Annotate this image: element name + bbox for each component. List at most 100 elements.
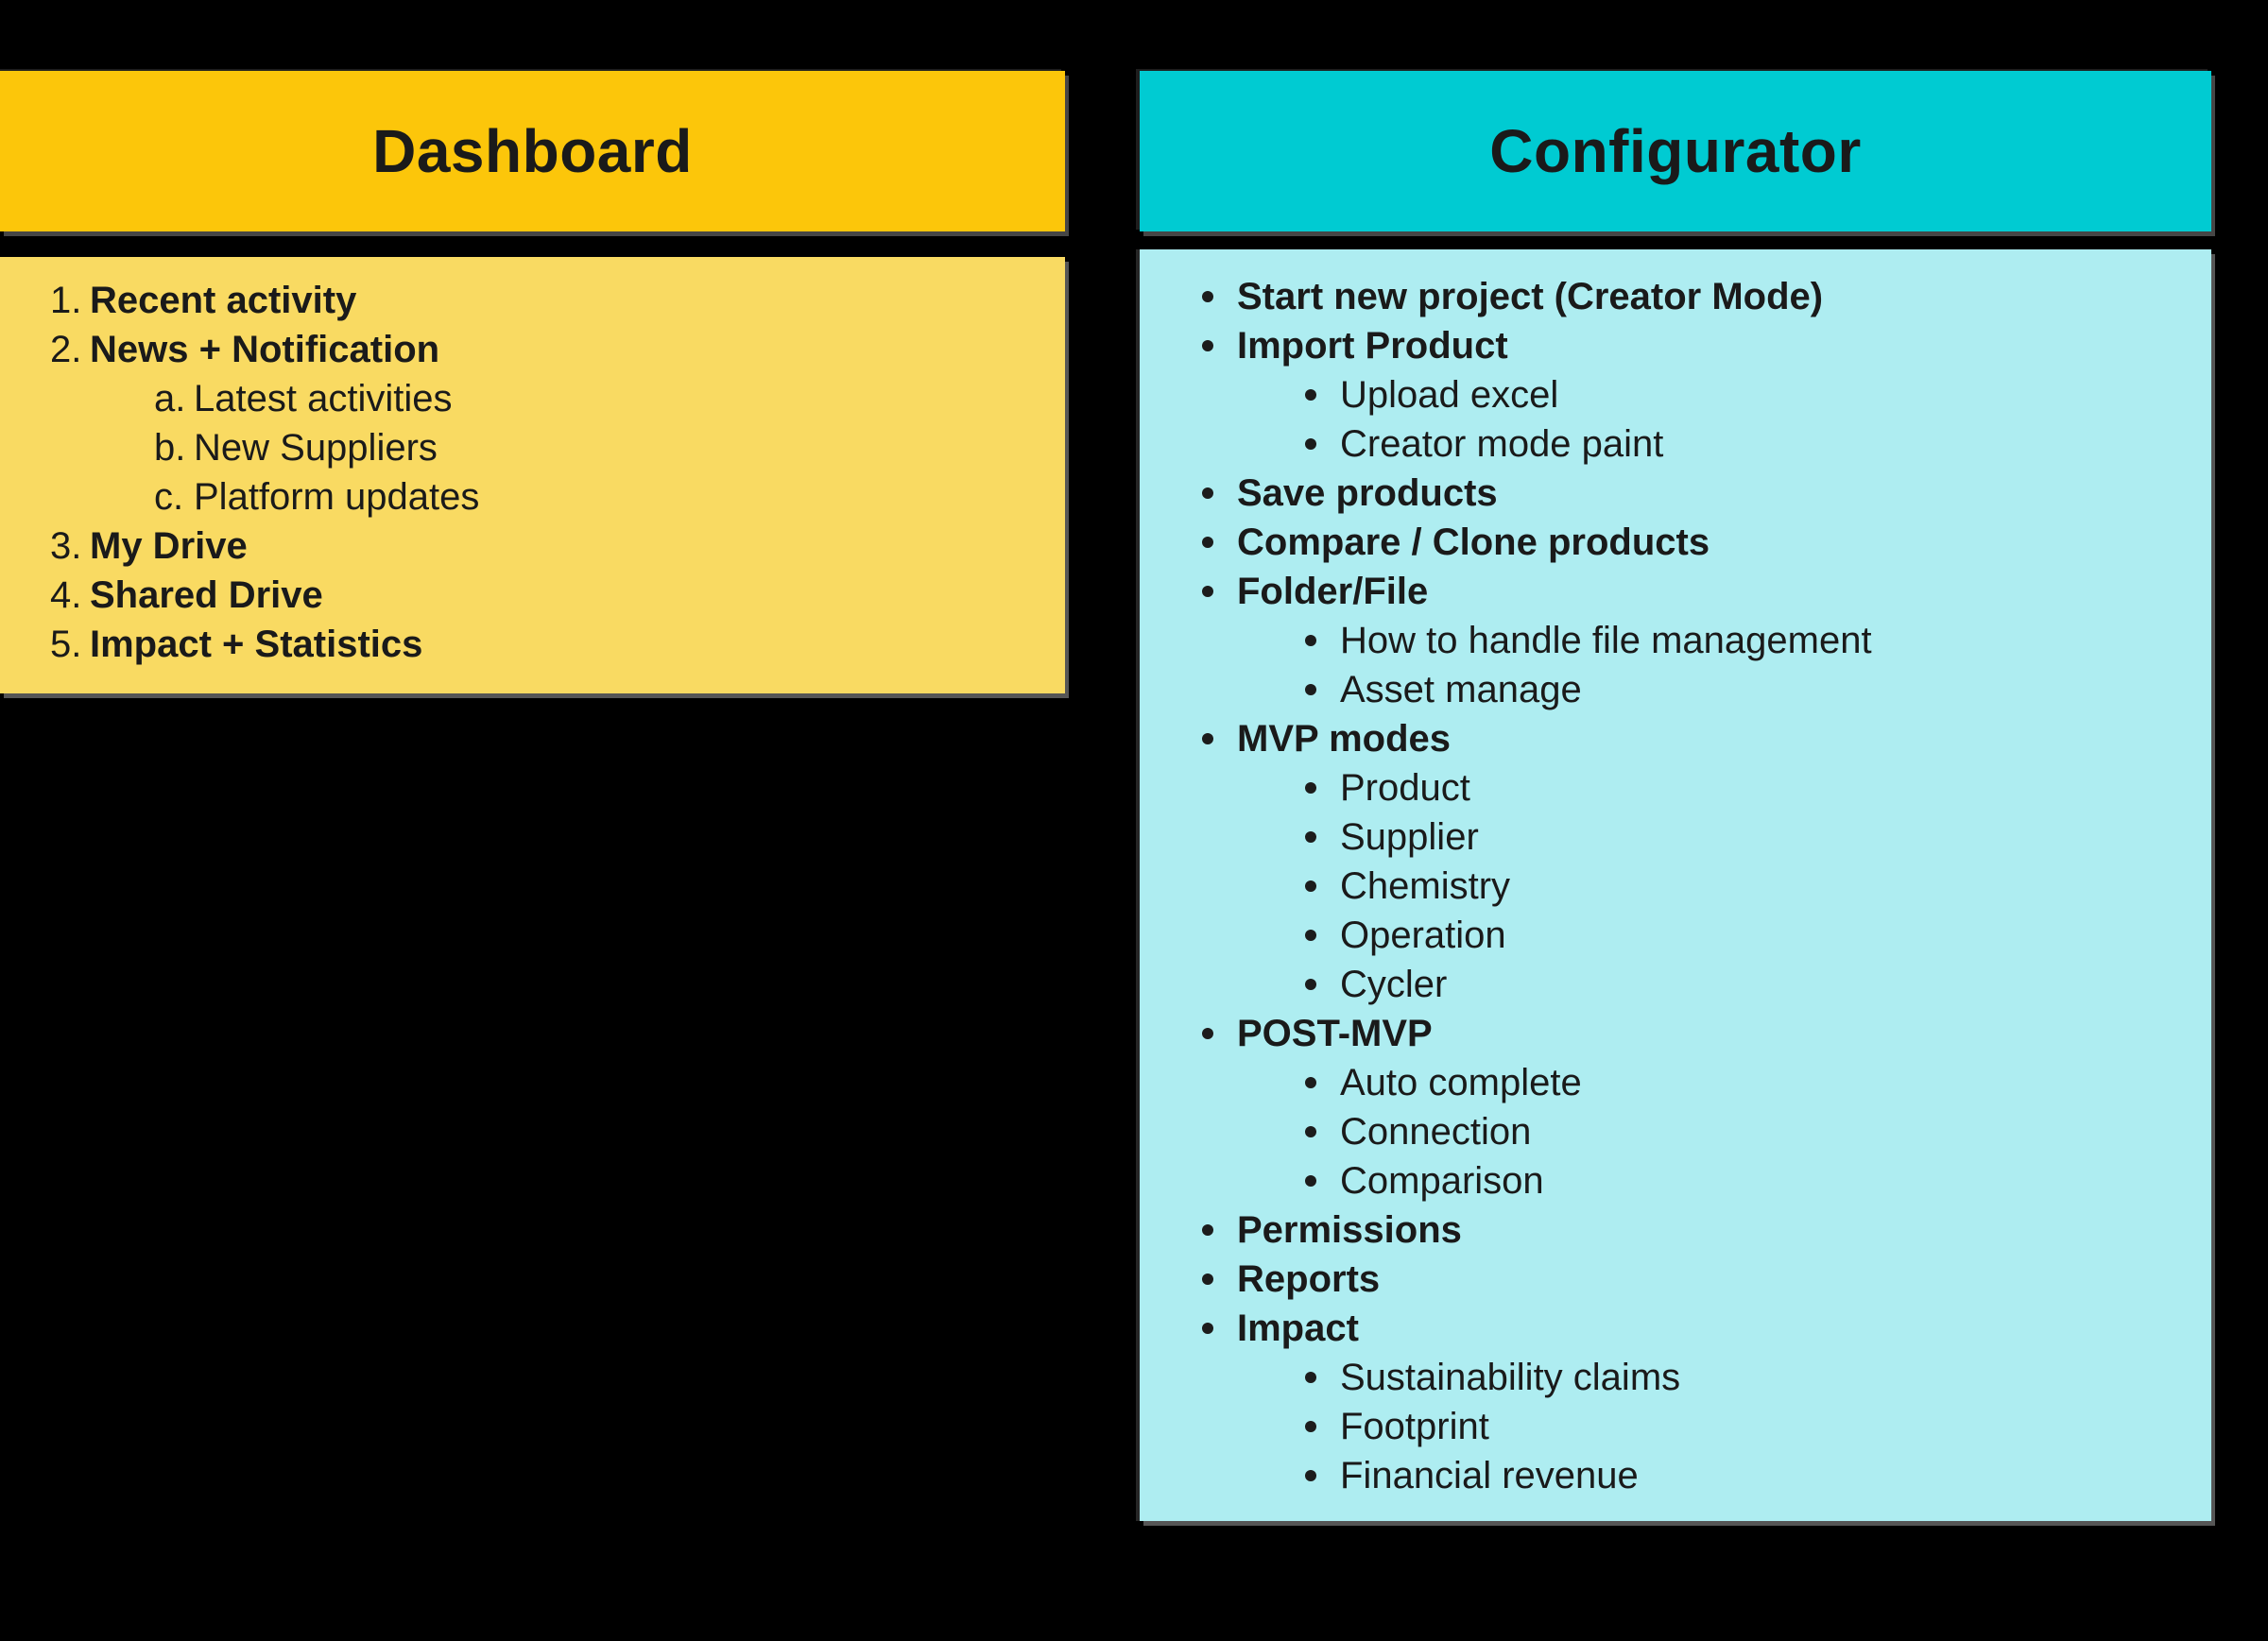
list-item-label: News + Notification: [90, 329, 440, 370]
bullet-icon: [1202, 586, 1213, 597]
list-item: Start new project (Creator Mode): [1140, 272, 2211, 321]
list-item-label: Start new project (Creator Mode): [1237, 276, 1824, 317]
list-item-label: Folder/File: [1237, 571, 1429, 612]
list-item-label: Impact + Statistics: [90, 624, 423, 665]
list-item: Permissions: [1140, 1205, 2211, 1255]
list-item: Operation: [1140, 911, 2211, 960]
list-item-label: Auto complete: [1340, 1062, 1582, 1103]
list-item: Creator mode paint: [1140, 419, 2211, 469]
bullet-icon: [1305, 979, 1316, 990]
list-item-label: Compare / Clone products: [1237, 521, 1710, 563]
list-item-label: Platform updates: [194, 476, 480, 518]
list-item: Product: [1140, 763, 2211, 812]
list-marker: c.: [154, 476, 184, 518]
bullet-icon: [1202, 487, 1213, 499]
list-item-label: Upload excel: [1340, 374, 1559, 416]
list-item-label: Connection: [1340, 1111, 1532, 1153]
list-item-label: Save products: [1237, 472, 1498, 514]
bullet-icon: [1305, 635, 1316, 646]
list-item-label: How to handle file management: [1340, 620, 1872, 661]
bullet-icon: [1305, 831, 1316, 843]
bullet-icon: [1305, 389, 1316, 401]
bullet-icon: [1202, 733, 1213, 744]
list-item-label: Import Product: [1237, 325, 1508, 367]
list-item: Compare / Clone products: [1140, 518, 2211, 567]
list-item: Comparison: [1140, 1156, 2211, 1205]
list-marker: 3.: [50, 525, 82, 567]
list-item-label: New Suppliers: [194, 427, 438, 469]
list-item: 4.Shared Drive: [0, 571, 1065, 620]
list-item: MVP modes: [1140, 714, 2211, 763]
list-item-label: Comparison: [1340, 1160, 1544, 1202]
list-item-label: Reports: [1237, 1258, 1381, 1300]
list-item-label: Footprint: [1340, 1406, 1489, 1447]
list-marker: 4.: [50, 574, 82, 616]
configurator-title: Configurator: [1489, 117, 1862, 185]
list-item: Save products: [1140, 469, 2211, 518]
list-item-label: POST-MVP: [1237, 1013, 1433, 1054]
list-item: Cycler: [1140, 960, 2211, 1009]
list-marker: 2.: [50, 329, 82, 370]
list-item: Folder/File: [1140, 567, 2211, 616]
list-item-label: Impact: [1237, 1308, 1359, 1349]
list-item-label: Cycler: [1340, 964, 1448, 1005]
list-item: 2.News + Notification: [0, 325, 1065, 374]
list-item: POST-MVP: [1140, 1009, 2211, 1058]
bullet-icon: [1305, 1470, 1316, 1481]
list-item: Auto complete: [1140, 1058, 2211, 1107]
bullet-icon: [1305, 1126, 1316, 1137]
list-item-label: Financial revenue: [1340, 1455, 1639, 1496]
list-item: c.Platform updates: [0, 472, 1065, 521]
list-item-label: Supplier: [1340, 816, 1479, 858]
bullet-icon: [1305, 930, 1316, 941]
list-item-label: Chemistry: [1340, 865, 1511, 907]
bullet-icon: [1305, 880, 1316, 892]
list-item-label: Operation: [1340, 915, 1506, 956]
list-item: Footprint: [1140, 1402, 2211, 1451]
list-item-label: Creator mode paint: [1340, 423, 1664, 465]
bullet-icon: [1202, 537, 1213, 548]
list-item-label: My Drive: [90, 525, 248, 567]
bullet-icon: [1305, 1175, 1316, 1187]
dashboard-header: Dashboard: [0, 71, 1065, 231]
list-item-label: Product: [1340, 767, 1470, 809]
list-item: How to handle file management: [1140, 616, 2211, 665]
list-item: Upload excel: [1140, 370, 2211, 419]
list-item: Chemistry: [1140, 862, 2211, 911]
list-item: Reports: [1140, 1255, 2211, 1304]
list-item: a.Latest activities: [0, 374, 1065, 423]
list-item: Supplier: [1140, 812, 2211, 862]
bullet-icon: [1202, 1323, 1213, 1334]
list-item: Asset manage: [1140, 665, 2211, 714]
list-marker: 5.: [50, 624, 82, 665]
list-item-label: Asset manage: [1340, 669, 1582, 710]
bullet-icon: [1305, 1077, 1316, 1088]
list-item-label: Permissions: [1237, 1209, 1462, 1251]
list-item: Impact: [1140, 1304, 2211, 1353]
dashboard-panel: 1.Recent activity 2.News + Notification …: [0, 257, 1065, 693]
list-marker: b.: [154, 427, 186, 469]
bullet-icon: [1305, 782, 1316, 794]
list-item-label: Shared Drive: [90, 574, 323, 616]
list-item: Connection: [1140, 1107, 2211, 1156]
list-item: 1.Recent activity: [0, 276, 1065, 325]
bullet-icon: [1202, 1273, 1213, 1285]
configurator-panel: Start new project (Creator Mode) Import …: [1140, 249, 2211, 1521]
list-marker: 1.: [50, 280, 82, 321]
dashboard-title: Dashboard: [372, 117, 693, 185]
bullet-icon: [1305, 1372, 1316, 1383]
list-marker: a.: [154, 378, 186, 419]
list-item: 3.My Drive: [0, 521, 1065, 571]
list-item: b.New Suppliers: [0, 423, 1065, 472]
bullet-icon: [1305, 1421, 1316, 1432]
list-item-label: MVP modes: [1237, 718, 1451, 760]
list-item: Sustainability claims: [1140, 1353, 2211, 1402]
list-item: 5.Impact + Statistics: [0, 620, 1065, 669]
bullet-icon: [1202, 1028, 1213, 1039]
list-item-label: Latest activities: [194, 378, 453, 419]
bullet-icon: [1202, 291, 1213, 302]
list-item: Financial revenue: [1140, 1451, 2211, 1500]
bullet-icon: [1305, 684, 1316, 695]
bullet-icon: [1305, 438, 1316, 450]
